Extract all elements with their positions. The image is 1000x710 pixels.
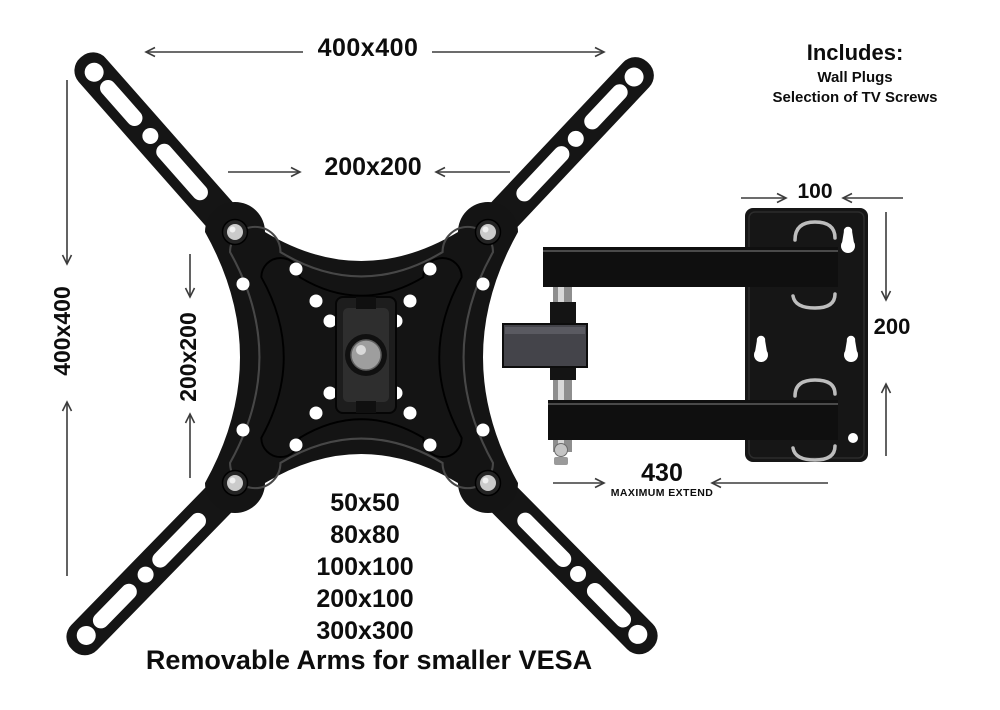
articulating-arm (502, 220, 838, 465)
includes-item-wall-plugs: Wall Plugs (817, 69, 893, 86)
removable-arms-note: Removable Arms for smaller VESA (145, 645, 593, 675)
dim-wall-plate-width-100: 100 (797, 180, 833, 203)
arm-upper-bar (543, 247, 838, 287)
includes-block: Includes: Wall Plugs Selection of TV Scr… (752, 40, 958, 106)
max-extend-value: 430 (641, 459, 683, 487)
includes-title: Includes: (806, 40, 904, 65)
vesa-size-100x100: 100x100 (316, 553, 414, 581)
dimension-lines (61, 46, 903, 576)
vesa-size-80x80: 80x80 (330, 521, 400, 549)
dim-wall-plate-height-200: 200 (873, 314, 911, 339)
max-extend-label: MAXIMUM EXTEND (610, 487, 714, 499)
vesa-size-300x300: 300x300 (316, 617, 414, 645)
tv-plate (205, 202, 518, 513)
dim-top-400x400: 400x400 (317, 34, 419, 62)
vesa-size-list: 50x50 80x80 100x100 200x100 300x300 (265, 487, 465, 647)
dim-left-400x400-vertical: 400x400 (49, 286, 75, 376)
vesa-holes (236, 262, 490, 452)
vesa-size-200x100: 200x100 (316, 585, 414, 613)
dim-max-extend: 430 MAXIMUM EXTEND (598, 460, 726, 499)
vesa-size-50x50: 50x50 (330, 489, 400, 517)
mounting-clips (791, 220, 837, 462)
center-pivot (335, 296, 397, 414)
arm-lower-bar (548, 400, 838, 440)
arm-link (502, 323, 588, 368)
corner-bolts (221, 218, 502, 497)
dim-inner-200x200-vertical: 200x200 (175, 312, 201, 402)
includes-item-tv-screws: Selection of TV Screws (772, 89, 938, 106)
dim-inner-200x200-horizontal: 200x200 (324, 153, 422, 181)
